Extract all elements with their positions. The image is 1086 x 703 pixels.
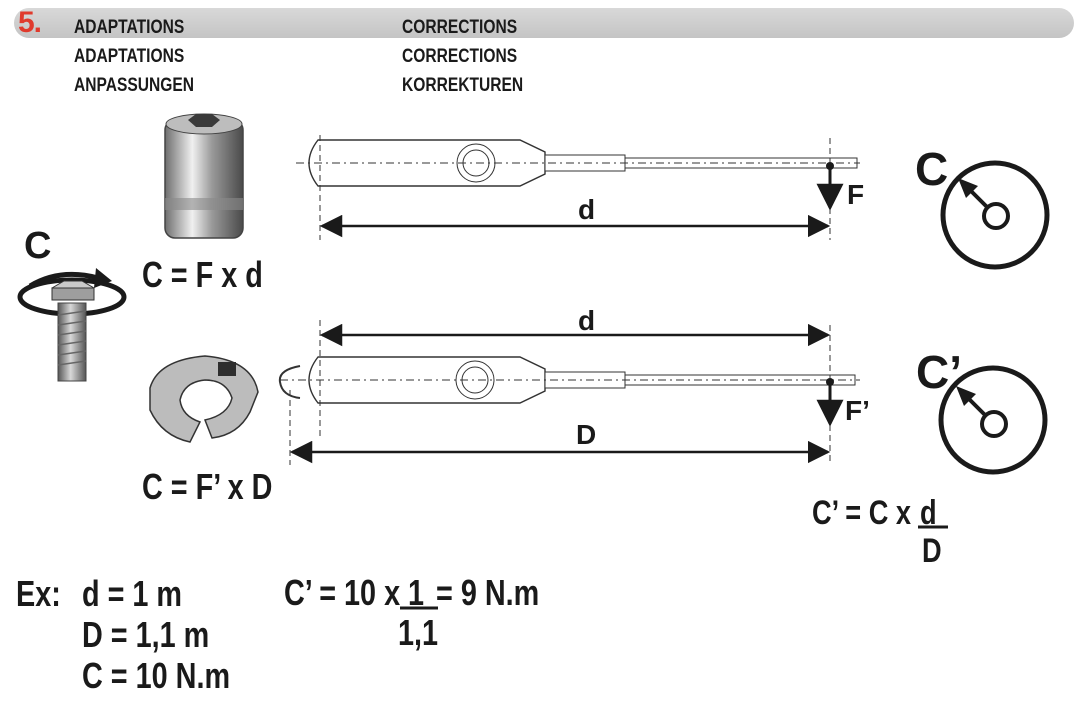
dial-c-label: C [915,143,948,195]
example-line-3: C = 10 N.m [82,655,231,696]
correction-denominator: D [922,532,942,570]
force-f-label: F [847,179,864,210]
section-number: 5. [18,6,42,39]
section-header-bar [14,8,1074,38]
formula-bottom: C = F’ x D [142,466,273,507]
bolt-rotation-icon [17,268,127,382]
force-f-prime-label: F’ [845,395,870,426]
title-left-de: ANPASSUNGEN [74,75,195,96]
title-right-en: CORRECTIONS [402,17,518,38]
example-line-2: D = 1,1 m [82,614,210,655]
torque-dial-top-icon [940,160,1050,270]
title-right-de: KORREKTUREN [402,75,524,96]
correction-formula: C’ = C x [812,494,912,532]
example-prefix: Ex: [16,573,61,614]
title-right-fr: CORRECTIONS [402,46,518,67]
formula-top: C = F x d [142,254,263,295]
title-left-en: ADAPTATIONS [74,17,185,38]
example-line-1: d = 1 m [82,573,183,614]
example-calc-numerator: 1 [408,572,425,613]
dial-c-prime-label: C’ [916,346,962,398]
example-calc-right: = 9 N.m [436,572,540,613]
title-left-fr: ADAPTATIONS [74,46,185,67]
socket-icon [164,113,244,239]
length-d-top-label: d [578,194,595,225]
example-calc-left: C’ = 10 x [284,572,401,613]
correction-numerator: d [920,494,937,532]
torque-wrench-bottom [278,320,860,465]
torque-dial-bottom-icon [938,365,1048,475]
example-calc-denominator: 1,1 [398,612,439,653]
rotation-torque-label: C [24,225,51,267]
length-d-bottom-label: d [578,305,595,336]
crowfoot-wrench-icon [149,355,259,443]
length-D-label: D [576,419,596,450]
torque-wrench-top [296,135,860,240]
